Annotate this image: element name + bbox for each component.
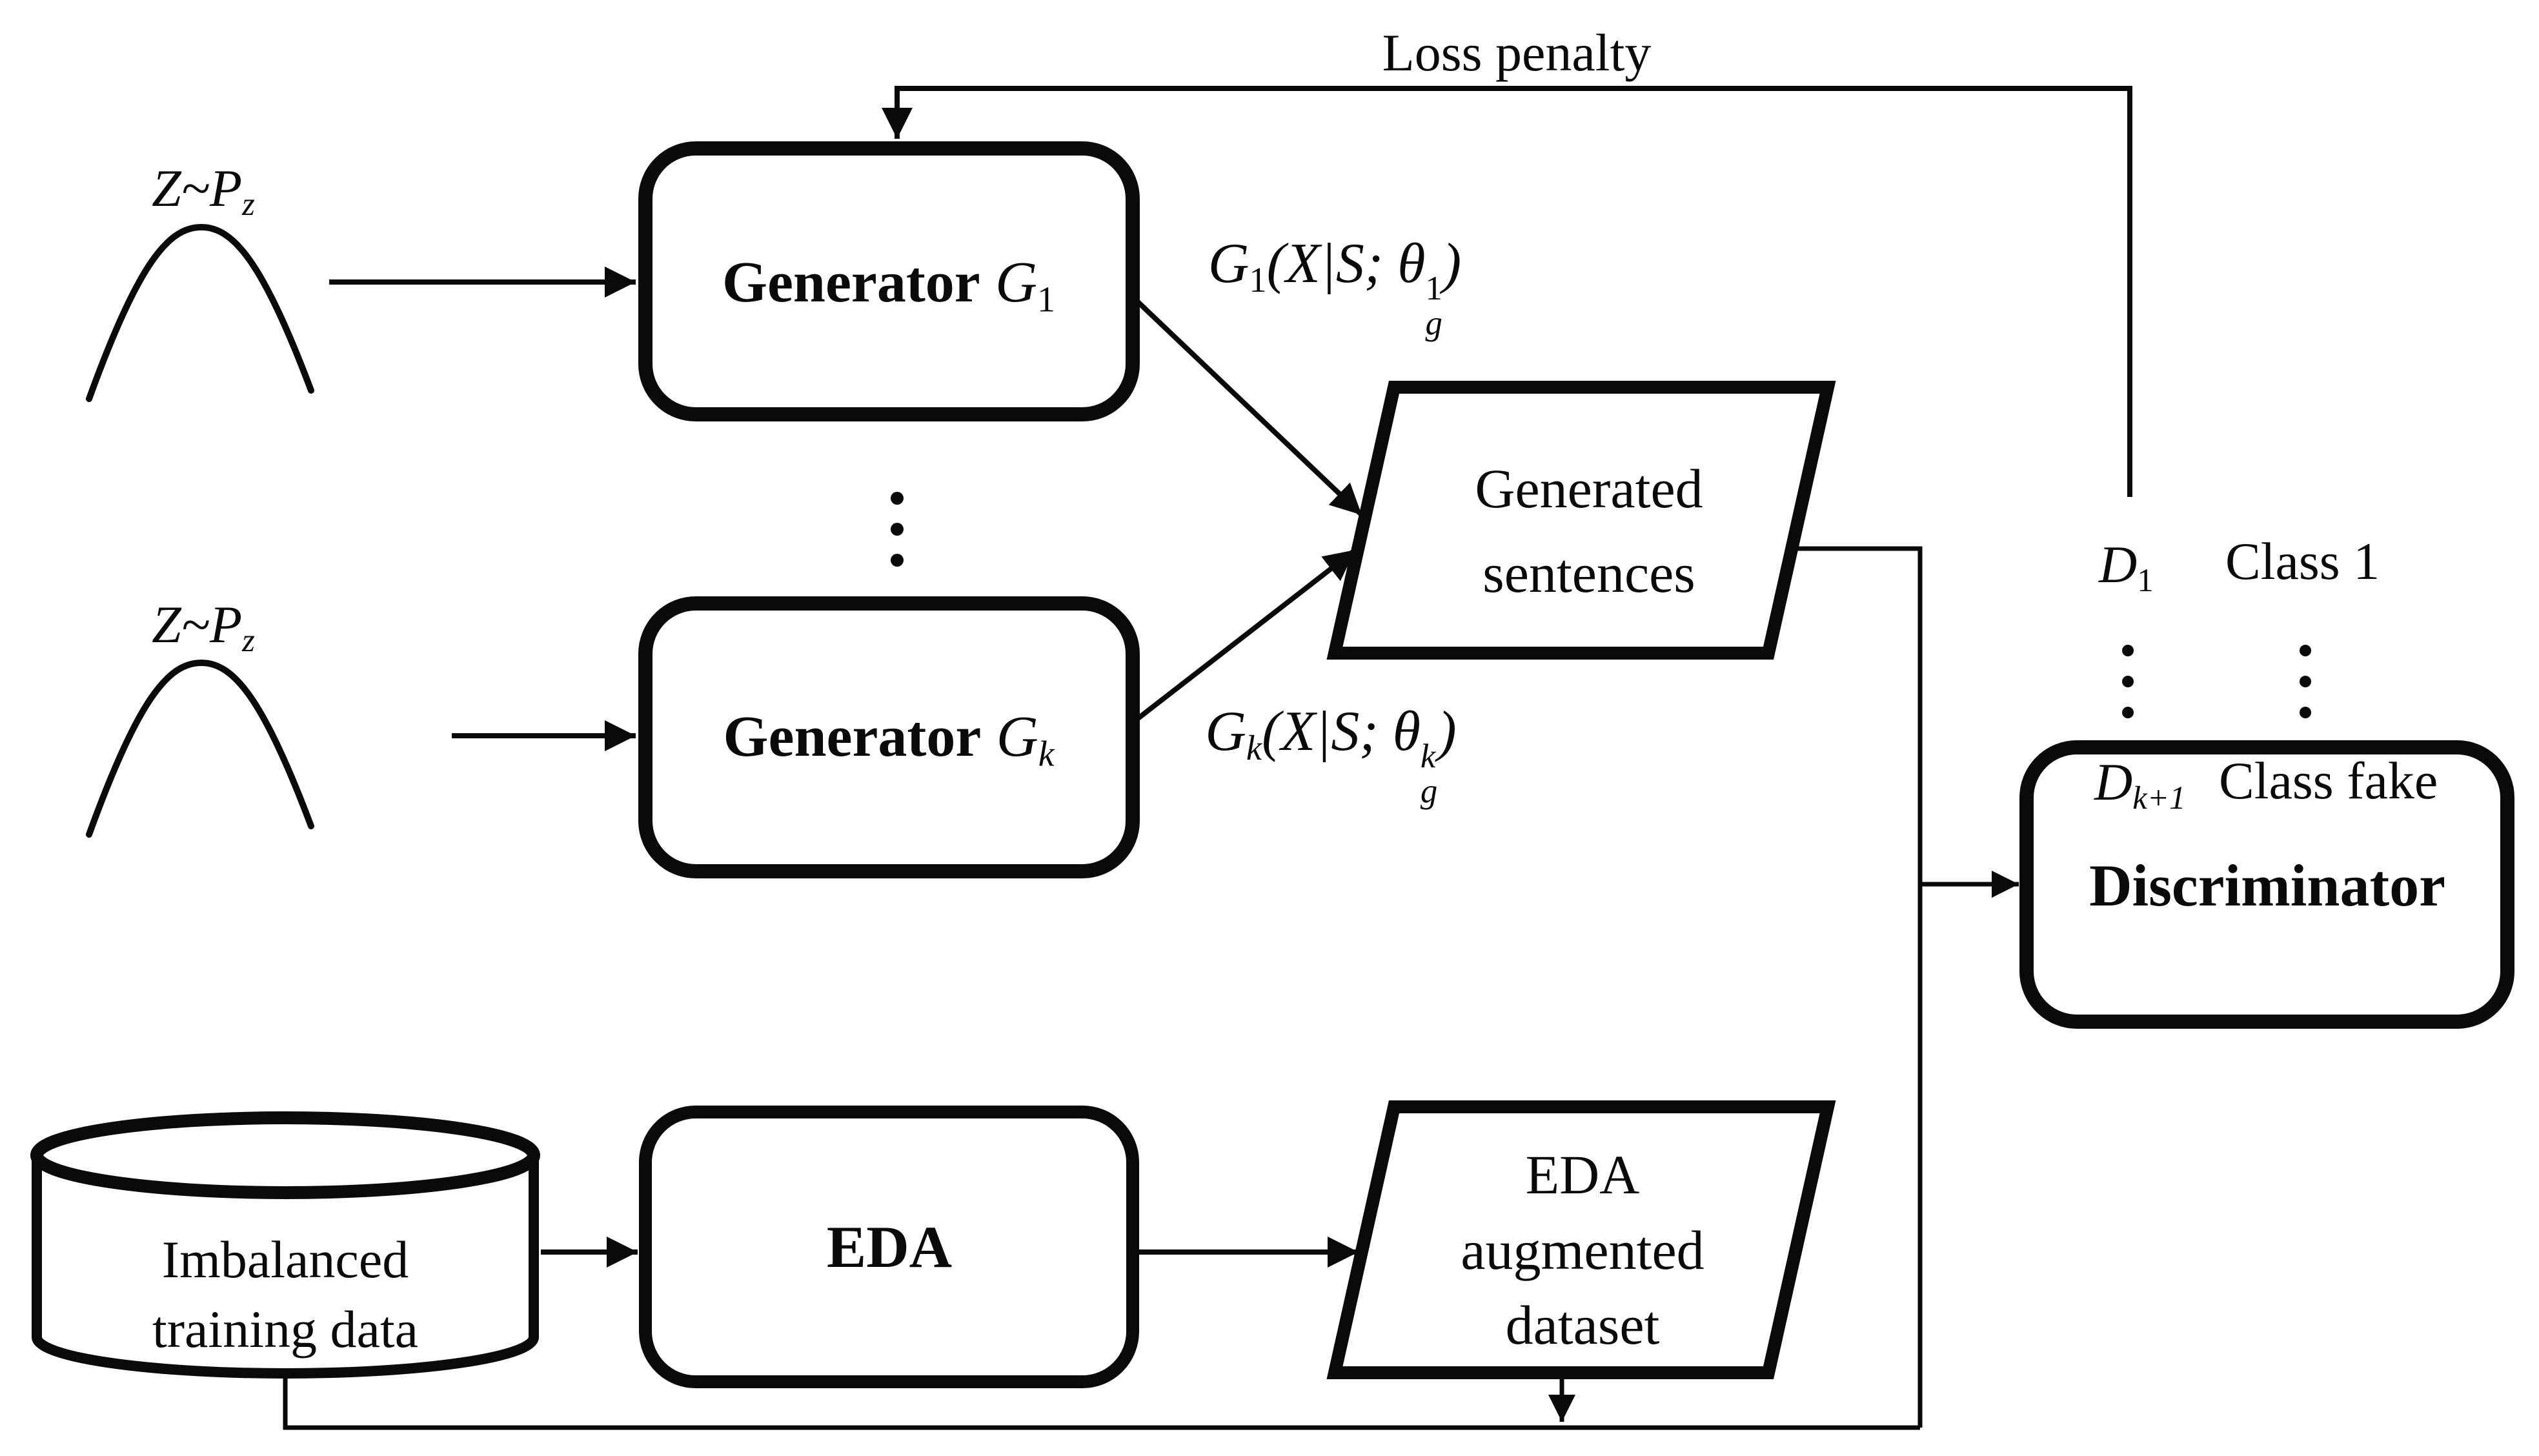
generated-sentences-shape [1326,381,1836,660]
eda-dataset-line1: EDA [1525,1144,1640,1206]
output-class1-label: Class 1 [2225,532,2380,591]
noise-curve-bottom [86,659,314,838]
generated-to-bus-wire [1792,546,1923,1428]
discriminator-box [2019,740,2514,1029]
noise-top-main: Z~P [152,159,243,217]
generatork-box [638,596,1140,878]
noise-label-bottom: Z~Pz [152,595,255,657]
noise-top-sub: z [242,186,255,223]
vertical-ellipsis-class-column [2300,645,2311,718]
generated-sentences-line1: Generated [1475,458,1703,520]
eda-box [639,1106,1139,1388]
output-d1-label: D1 [2099,535,2154,599]
noise-label-top: Z~Pz [152,159,255,221]
noise-bottom-main: Z~P [152,595,243,654]
eda-label: EDA [826,1214,953,1280]
arrow-generatork-to-generated [1132,547,1357,724]
noise-bottom-sub: z [242,622,255,659]
loss-penalty-wire [882,86,2132,497]
eda-dataset-line3: dataset [1505,1294,1660,1356]
loss-penalty-label: Loss penalty [1382,23,1652,82]
arrow-generator1-to-generated [1132,296,1364,517]
vertical-ellipsis-d-column [2122,645,2134,718]
eda-dataset-line2: augmented [1461,1219,1704,1281]
eda-dataset-shape [1326,1100,1836,1379]
training-data-line2: training data [152,1300,419,1359]
training-data-bus-wire [283,1373,1920,1430]
generated-sentences-line2: sentences [1482,542,1695,604]
generator1-box [638,141,1140,421]
training-data-line1: Imbalanced [161,1230,409,1289]
output-dk1-label: Dk+1 [2094,753,2186,816]
vertical-ellipsis-generators [891,492,904,567]
discriminator-label: Discriminator [2089,853,2445,918]
noise-curve-top [86,223,314,402]
output-classfake-label: Class fake [2219,751,2438,810]
